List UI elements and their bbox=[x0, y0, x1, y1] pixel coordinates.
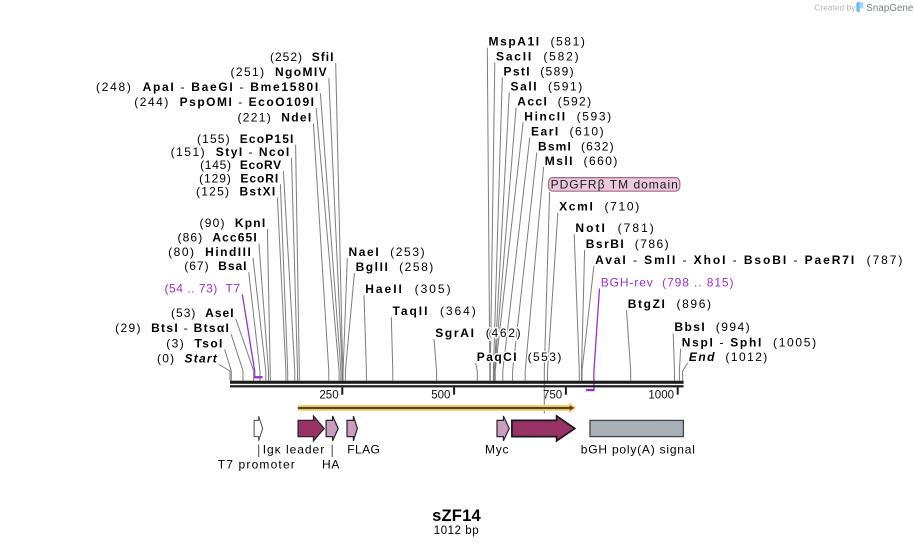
svg-text:Created by: Created by bbox=[814, 4, 855, 13]
svg-text:750: 750 bbox=[543, 389, 562, 401]
svg-text:(0) Start: (0) Start bbox=[157, 352, 218, 366]
svg-text:(67) BsaI: (67) BsaI bbox=[184, 259, 247, 273]
svg-text:(29) BtsI - BtsαI: (29) BtsI - BtsαI bbox=[115, 321, 230, 335]
svg-text:(221) NdeI: (221) NdeI bbox=[237, 110, 312, 124]
svg-text:SacII (582): SacII (582) bbox=[496, 49, 580, 63]
svg-text:(155) EcoP15I: (155) EcoP15I bbox=[197, 132, 295, 146]
svg-text:HA: HA bbox=[322, 457, 340, 471]
svg-text:(129) EcoRI: (129) EcoRI bbox=[199, 171, 279, 185]
svg-text:(252) SfiI: (252) SfiI bbox=[270, 50, 335, 64]
svg-text:PDGFRβ TM domain: PDGFRβ TM domain bbox=[551, 177, 679, 191]
svg-text:MslI (660): MslI (660) bbox=[545, 154, 619, 168]
svg-text:(145) EcoRV: (145) EcoRV bbox=[200, 158, 282, 172]
svg-text:(54 .. 73) T7: (54 .. 73) T7 bbox=[164, 281, 240, 295]
svg-text:NaeI (253): NaeI (253) bbox=[349, 245, 427, 259]
svg-text:HaeII (305): HaeII (305) bbox=[365, 282, 452, 296]
svg-text:PaqCI (553): PaqCI (553) bbox=[477, 350, 563, 364]
svg-text:NspI - SphI (1005): NspI - SphI (1005) bbox=[682, 336, 818, 350]
svg-text:SnapGene: SnapGene bbox=[866, 3, 913, 14]
svg-text:(80) HindIII: (80) HindIII bbox=[168, 245, 252, 259]
svg-text:BsrBI (786): BsrBI (786) bbox=[586, 237, 670, 251]
svg-text:T7 promoter: T7 promoter bbox=[218, 457, 296, 471]
svg-text:(248) ApaI - BaeGI - Bme1580I: (248) ApaI - BaeGI - Bme1580I bbox=[96, 80, 320, 94]
svg-text:250: 250 bbox=[319, 389, 338, 401]
svg-text:(53) AseI: (53) AseI bbox=[171, 306, 235, 320]
svg-text:(244) PspOMI - EcoO109I: (244) PspOMI - EcoO109I bbox=[134, 95, 315, 109]
svg-text:BglII (258): BglII (258) bbox=[356, 260, 435, 274]
svg-text:FLAG: FLAG bbox=[347, 443, 380, 457]
svg-text:1012 bp: 1012 bp bbox=[434, 525, 479, 537]
svg-text:XcmI (710): XcmI (710) bbox=[559, 200, 641, 214]
svg-text:1000: 1000 bbox=[648, 389, 674, 401]
svg-text:PstI (589): PstI (589) bbox=[504, 64, 575, 78]
svg-text:HincII (593): HincII (593) bbox=[524, 109, 612, 123]
svg-text:500: 500 bbox=[431, 389, 450, 401]
svg-text:(90) KpnI: (90) KpnI bbox=[199, 216, 266, 230]
svg-text:BGH-rev (798 .. 815): BGH-rev (798 .. 815) bbox=[601, 276, 735, 290]
svg-text:AccI (592): AccI (592) bbox=[517, 94, 592, 108]
svg-text:(251) NgoMIV: (251) NgoMIV bbox=[230, 65, 328, 79]
svg-text:BsmI (632): BsmI (632) bbox=[538, 139, 615, 153]
svg-text:TaqII (364): TaqII (364) bbox=[393, 304, 478, 318]
svg-text:(86) Acc65I: (86) Acc65I bbox=[177, 230, 257, 244]
svg-text:(3) TsoI: (3) TsoI bbox=[166, 336, 223, 350]
svg-text:End (1012): End (1012) bbox=[689, 350, 769, 364]
svg-text:Myc: Myc bbox=[485, 443, 509, 457]
svg-text:MspA1I (581): MspA1I (581) bbox=[489, 35, 587, 49]
svg-text:(151) StyI - NcoI: (151) StyI - NcoI bbox=[171, 145, 291, 159]
svg-text:BtgZI (896): BtgZI (896) bbox=[628, 297, 713, 311]
svg-text:EarI (610): EarI (610) bbox=[531, 124, 605, 138]
svg-text:SalI (591): SalI (591) bbox=[511, 79, 584, 93]
svg-text:SgrAI (462): SgrAI (462) bbox=[435, 326, 522, 340]
svg-text:sZF14: sZF14 bbox=[432, 507, 481, 525]
svg-text:BbsI (994): BbsI (994) bbox=[674, 320, 751, 334]
svg-text:bGH poly(A) signal: bGH poly(A) signal bbox=[581, 443, 696, 457]
svg-text:(125) BstXI: (125) BstXI bbox=[196, 184, 276, 198]
svg-text:Igκ leader: Igκ leader bbox=[263, 443, 325, 457]
svg-text:NotI (781): NotI (781) bbox=[575, 221, 655, 235]
svg-text:AvaI - SmlI - XhoI - BsoBI - P: AvaI - SmlI - XhoI - BsoBI - PaeR7I (787… bbox=[595, 253, 904, 267]
